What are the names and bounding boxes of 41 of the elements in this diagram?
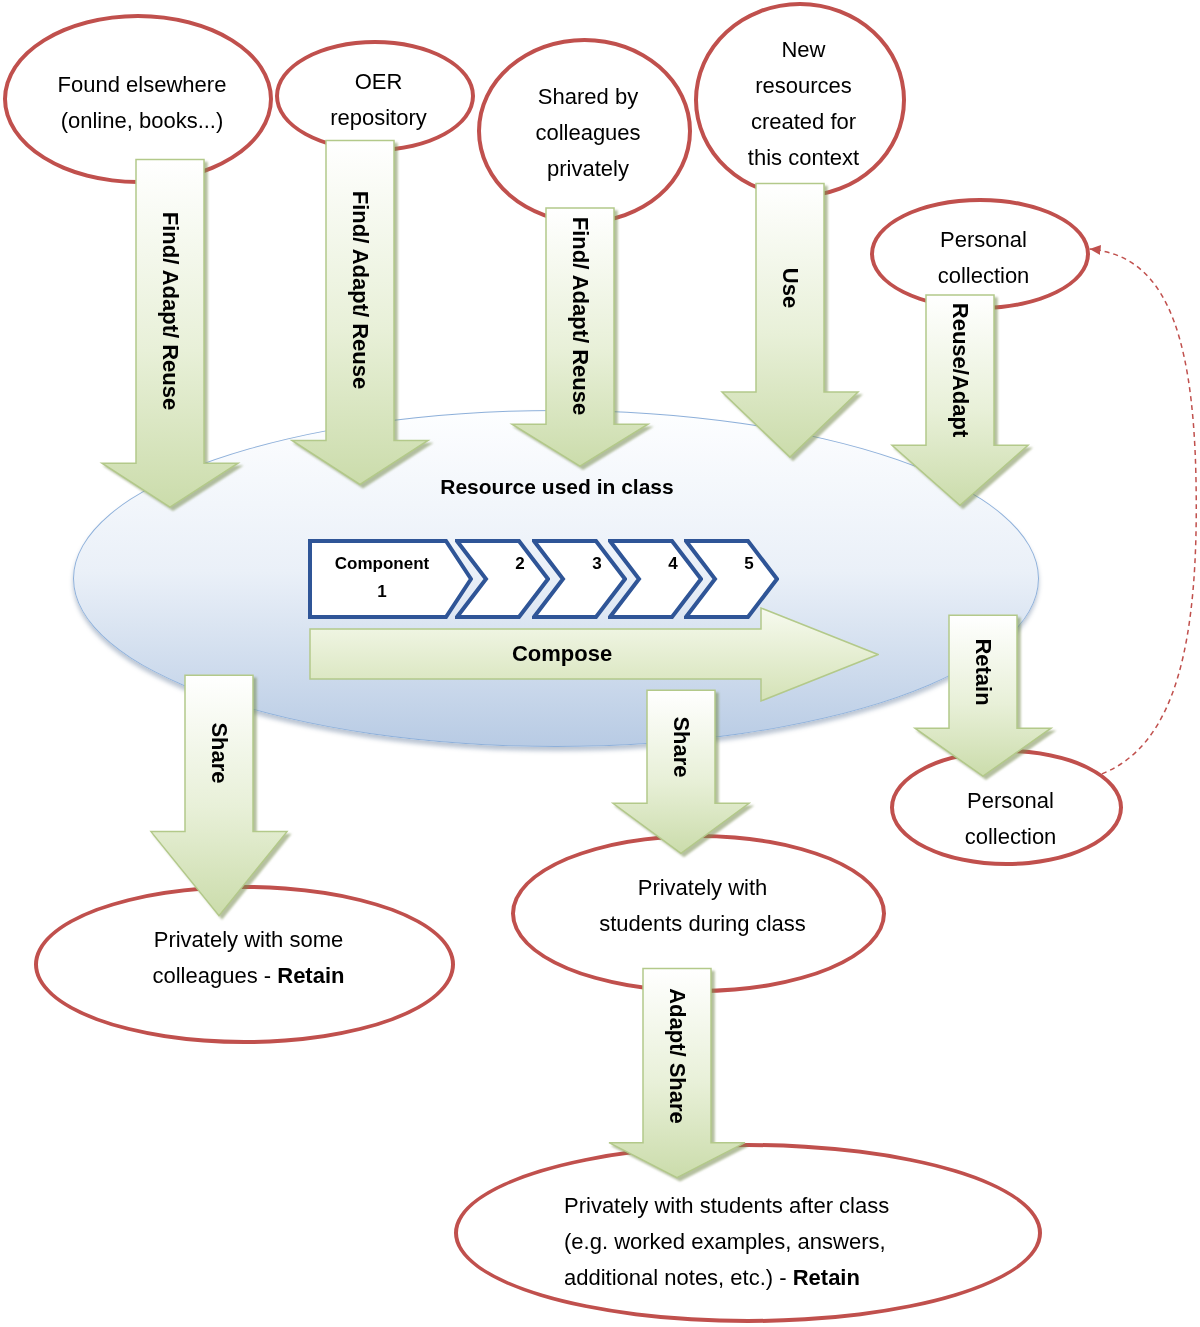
- edge-label: Reuse/Adapt: [947, 302, 974, 438]
- node-label: Personal collection: [936, 226, 1031, 290]
- step-label: 5: [743, 553, 755, 575]
- edge-label: Find/ Adapt/ Reuse: [347, 191, 374, 390]
- block-arrow: [309, 607, 879, 702]
- step-label: Component 1: [333, 553, 431, 603]
- edge-label: Retain: [970, 638, 997, 706]
- node-label: Shared by colleagues privately: [534, 83, 642, 183]
- chevron-step: [308, 539, 473, 619]
- step-label: 4: [667, 553, 679, 575]
- step-label: 2: [514, 553, 526, 575]
- edge-label: Adapt/ Share: [664, 987, 691, 1124]
- node-label: Privately with students after class (e.g. worked examples, answers, additional notes, etc.) - Retain: [564, 1192, 891, 1292]
- block-arrow: [149, 674, 289, 917]
- block-arrow: [720, 182, 860, 459]
- node-label: Found elsewhere (online, books...): [56, 71, 228, 135]
- block-arrow: [608, 967, 746, 1179]
- block-arrow: [890, 294, 1030, 507]
- block-arrow: [509, 207, 651, 468]
- edge-label: Share: [668, 716, 695, 778]
- node-label: Privately with students during class: [598, 874, 807, 938]
- chevron-step: [455, 539, 550, 619]
- node-label: Resource used in class: [439, 474, 675, 500]
- block-arrow: [99, 158, 241, 509]
- node-label: Personal collection: [963, 787, 1058, 851]
- edge-label: Find/ Adapt/ Reuse: [157, 212, 184, 411]
- node-label: New resources created for this context: [746, 36, 861, 172]
- chevron-step: [684, 539, 779, 619]
- block-arrow: [610, 689, 752, 855]
- edge-label: Use: [777, 267, 804, 308]
- edge-label: Share: [206, 722, 233, 784]
- node-label: Privately with some colleagues - Retain: [151, 926, 346, 990]
- dashed-arrow: [1088, 245, 1197, 775]
- node-label: OER repository: [329, 68, 428, 132]
- chevron-step: [532, 539, 627, 619]
- chevron-step: [608, 539, 703, 619]
- block-arrow: [289, 139, 431, 486]
- arrow-label: Compose: [510, 640, 614, 668]
- step-label: 3: [591, 553, 603, 575]
- block-arrow: [912, 614, 1054, 778]
- edge-label: Find/ Adapt/ Reuse: [567, 216, 594, 416]
